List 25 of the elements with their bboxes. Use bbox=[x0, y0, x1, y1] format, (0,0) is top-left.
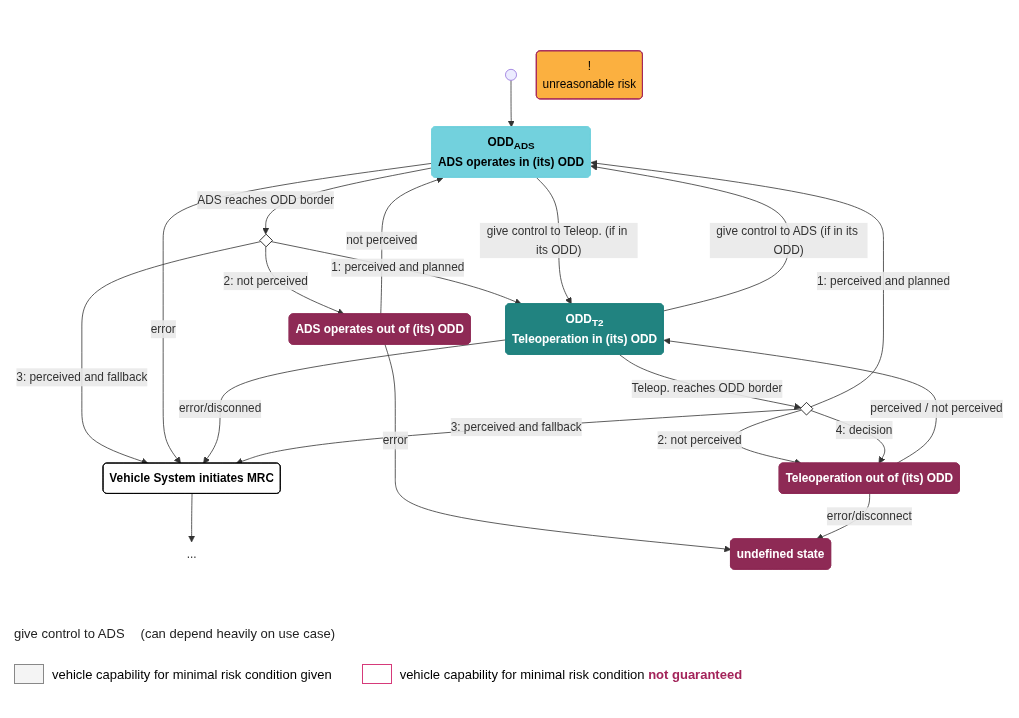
edge-label: 4: decision bbox=[835, 422, 893, 437]
edge-label: 1: perceived and planned bbox=[816, 273, 950, 288]
edge-label: Teleop. reaches ODD border bbox=[631, 381, 783, 395]
node-diamond bbox=[799, 402, 814, 416]
note-text: (can depend heavily on use case) bbox=[140, 626, 335, 641]
node-diamond bbox=[259, 233, 273, 248]
edge-label: perceived / not perceived bbox=[870, 401, 1003, 415]
legend-text: vehicle capability for minimal risk condition not guaranteed bbox=[399, 666, 743, 682]
edge-label: give control to ADS (if in its ODD) bbox=[716, 224, 858, 256]
node-text: ... bbox=[186, 546, 197, 561]
edge-label: 3: perceived and fallback bbox=[16, 369, 148, 384]
edge-label: error/disconnect bbox=[826, 508, 912, 523]
node-circle bbox=[505, 68, 517, 81]
legend-text: vehicle capability for minimal risk condition given bbox=[52, 666, 332, 682]
edge-label: not perceived bbox=[346, 233, 418, 247]
edge-label: error/disconned bbox=[178, 401, 262, 415]
edge-label: 1: perceived and planned bbox=[331, 260, 465, 274]
edge-label: 2: not perceived bbox=[657, 432, 742, 447]
edge-label: error bbox=[382, 433, 408, 447]
edge-label: give control to Teleop. (if in its ODD) bbox=[486, 224, 628, 256]
note-text: give control to ADS bbox=[14, 626, 125, 641]
edge-label: 2: not perceived bbox=[223, 273, 308, 288]
edge-label: error bbox=[150, 321, 176, 336]
edge-label: ADS reaches ODD border bbox=[197, 192, 335, 207]
edge-label: 3: perceived and fallback bbox=[450, 419, 582, 433]
